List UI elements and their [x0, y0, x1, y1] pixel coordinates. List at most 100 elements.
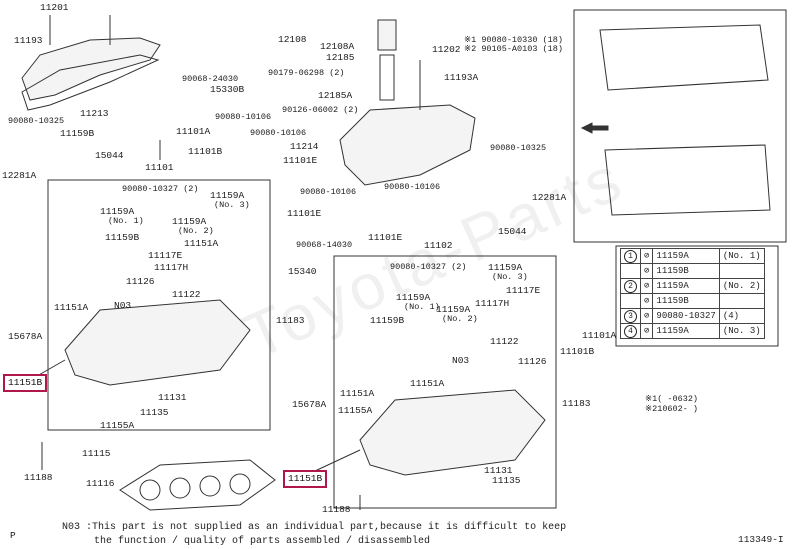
diagram-code: 113349-I	[738, 534, 784, 545]
label-12108[interactable]: 12108	[278, 34, 307, 45]
label-11151A-a[interactable]: 11151A	[184, 238, 219, 249]
legend-icon: ⊘	[639, 248, 654, 264]
label-15330B[interactable]: 15330B	[210, 84, 245, 95]
label-11213[interactable]: 11213	[80, 108, 109, 119]
label-11102[interactable]: 11102	[424, 240, 453, 251]
legend-note: (No. 1)	[718, 248, 765, 264]
label-11193[interactable]: 11193	[14, 35, 43, 46]
legend-part[interactable]: 11159B	[652, 263, 720, 279]
label-11117H-b[interactable]: 11117H	[475, 298, 510, 309]
label-15044-b[interactable]: 15044	[498, 226, 527, 237]
label-90080-10327b[interactable]: 90080-10327 (2)	[390, 262, 467, 272]
legend-note	[718, 293, 765, 309]
legend-part[interactable]: 11159A	[652, 248, 720, 264]
label-11101B-b[interactable]: 11101B	[560, 346, 595, 357]
valve-cover-gasket-left	[21, 54, 160, 111]
legend-note: (No. 2)	[718, 278, 765, 294]
label-90080-10106b[interactable]: 90080-10106	[250, 128, 307, 138]
label-11159A-f[interactable]: 11159A	[436, 304, 471, 315]
label-90105-A0103[interactable]: ※2 90105-A0103 (18)	[464, 44, 563, 54]
label-11135-b[interactable]: 11135	[492, 475, 521, 486]
label-11101B-a[interactable]: 11101B	[188, 146, 223, 157]
label-11188-a[interactable]: 11188	[24, 472, 53, 483]
label-15678A-b[interactable]: 15678A	[292, 399, 327, 410]
label-11159A-d[interactable]: 11159A	[488, 262, 523, 273]
label-11151B-highlight-b[interactable]: 11151B	[283, 470, 328, 488]
label-11126-a[interactable]: 11126	[126, 276, 155, 287]
label-12185[interactable]: 12185	[326, 52, 355, 63]
label-N03-b: N03	[452, 355, 470, 366]
label-11101[interactable]: 11101	[145, 162, 174, 173]
label-11117E-a[interactable]: 11117E	[148, 250, 183, 261]
label-11117E-b[interactable]: 11117E	[506, 285, 541, 296]
label-90080-10327a[interactable]: 90080-10327 (2)	[122, 184, 199, 194]
label-12281A-a[interactable]: 12281A	[2, 170, 37, 181]
legend-note: (4)	[718, 308, 765, 324]
label-11122-b[interactable]: 11122	[490, 336, 519, 347]
footnote-line-2: the function / quality of parts assemble…	[94, 536, 431, 547]
label-11183-b[interactable]: 11183	[562, 398, 591, 409]
label-11101E-c[interactable]: 11101E	[368, 232, 403, 243]
label-11101A-a[interactable]: 11101A	[176, 126, 211, 137]
label-11101E-a[interactable]: 11101E	[283, 155, 318, 166]
label-90080-10330[interactable]: ※1 90080-10330 (18)	[464, 35, 563, 45]
label-11183-a[interactable]: 11183	[276, 315, 305, 326]
label-11122-a[interactable]: 11122	[172, 289, 201, 300]
label-11131-a[interactable]: 11131	[158, 392, 187, 403]
label-11159A-c[interactable]: 11159A	[172, 216, 207, 227]
note-sn1: ※1( -0632)	[645, 394, 699, 404]
legend-row-3: 2 ⊘ 11159A (No. 2)	[620, 278, 765, 294]
label-11193A[interactable]: 11193A	[444, 72, 479, 83]
label-11115[interactable]: 11115	[82, 448, 111, 459]
label-12108A[interactable]: 12108A	[320, 41, 355, 52]
label-11151A-b[interactable]: 11151A	[340, 388, 375, 399]
label-12281A-b[interactable]: 12281A	[532, 192, 567, 203]
label-90080-10106a[interactable]: 90080-10106	[215, 112, 272, 122]
label-90068-24030[interactable]: 90068-24030	[182, 74, 239, 84]
label-11151A-c[interactable]: 11151A	[410, 378, 445, 389]
label-11202[interactable]: 11202	[432, 44, 461, 55]
legend-part[interactable]: 11159B	[652, 293, 720, 309]
label-11151A-d[interactable]: 11151A	[54, 302, 89, 313]
label-11159A-e[interactable]: 11159A	[396, 292, 431, 303]
label-11126-b[interactable]: 11126	[518, 356, 547, 367]
label-11151B-highlight-a[interactable]: 11151B	[3, 374, 48, 392]
label-90126-06002[interactable]: 90126-06002 (2)	[282, 105, 359, 115]
label-15044-a[interactable]: 15044	[95, 150, 124, 161]
legend-note	[718, 263, 765, 279]
label-11159B-c[interactable]: 11159B	[370, 315, 405, 326]
legend-part[interactable]: 11159A	[652, 278, 720, 294]
legend-note: (No. 3)	[718, 323, 765, 339]
label-11214[interactable]: 11214	[290, 141, 319, 152]
label-90080-10325[interactable]: 90080-10325	[8, 116, 65, 126]
label-12185A[interactable]: 12185A	[318, 90, 353, 101]
label-15678A-a[interactable]: 15678A	[8, 331, 43, 342]
label-11116[interactable]: 11116	[86, 478, 115, 489]
label-11201[interactable]: 11201	[40, 2, 69, 13]
label-90179-06298[interactable]: 90179-06298 (2)	[268, 68, 345, 78]
label-11155A-a[interactable]: 11155A	[100, 420, 135, 431]
label-11155A-b[interactable]: 11155A	[338, 405, 373, 416]
label-11159A-b[interactable]: 11159A	[100, 206, 135, 217]
label-90068-14030[interactable]: 90068-14030	[296, 240, 353, 250]
label-11188-b[interactable]: 11188	[322, 504, 351, 515]
label-11159B-b[interactable]: 11159B	[105, 232, 140, 243]
label-11117H-a[interactable]: 11117H	[154, 262, 189, 273]
label-90080-10106c[interactable]: 90080-10106	[300, 187, 357, 197]
label-11101E-b[interactable]: 11101E	[287, 208, 322, 219]
legend-part[interactable]: 90080-10327	[652, 308, 720, 324]
label-11131-b[interactable]: 11131	[484, 465, 513, 476]
label-11159A-a[interactable]: 11159A	[210, 190, 245, 201]
label-11135-a[interactable]: 11135	[140, 407, 169, 418]
label-90080-10106d[interactable]: 90080-10106	[384, 182, 441, 192]
legend-num: 3	[620, 308, 641, 324]
legend-part[interactable]: 11159A	[652, 323, 720, 339]
label-11159B-a[interactable]: 11159B	[60, 128, 95, 139]
label-11101A-b[interactable]: 11101A	[582, 330, 617, 341]
legend-num	[620, 293, 641, 309]
valve-cover-right	[339, 104, 476, 186]
label-15340[interactable]: 15340	[288, 266, 317, 277]
label-90080-10325b[interactable]: 90080-10325	[490, 143, 547, 153]
label-11159A-c-note: (No. 2)	[178, 226, 214, 236]
